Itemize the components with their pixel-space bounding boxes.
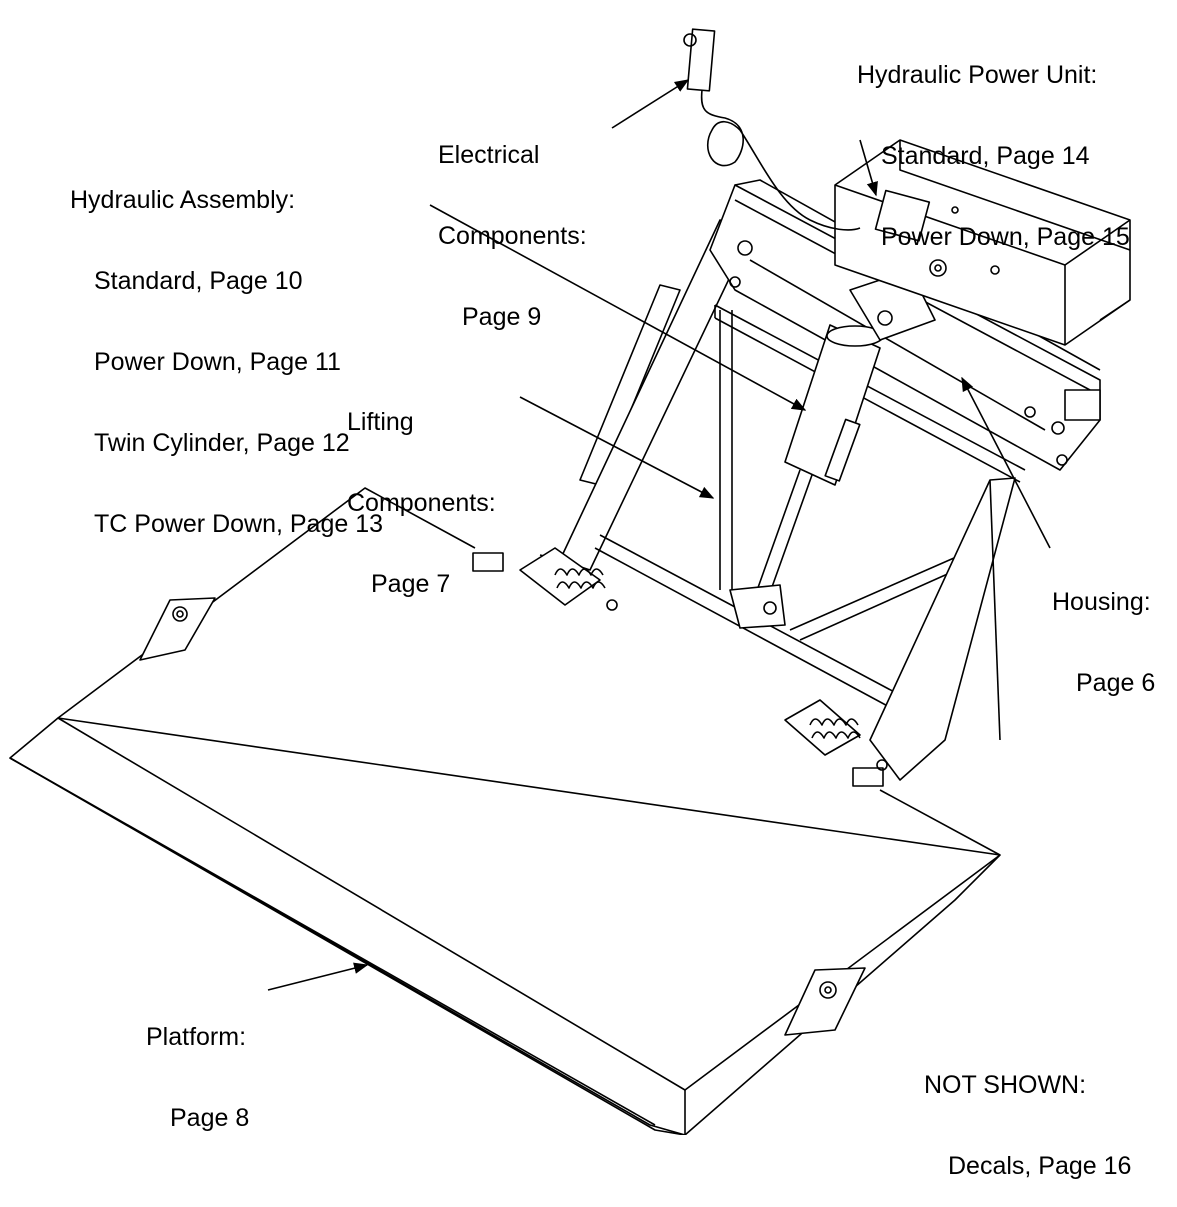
not-shown-label: NOT SHOWN: Decals, Page 16	[924, 1018, 1131, 1207]
electrical-components-line-2: Page 9	[462, 303, 542, 331]
not-shown-line-1: Decals, Page 16	[948, 1152, 1132, 1180]
housing-label: Housing: Page 6	[1052, 535, 1155, 724]
electrical-components-label: Electrical Components: Page 9	[438, 88, 587, 358]
hydraulic-power-unit-line-2: Power Down, Page 15	[881, 223, 1130, 251]
not-shown-title: NOT SHOWN:	[924, 1071, 1087, 1099]
hydraulic-assembly-line-3: Twin Cylinder, Page 12	[94, 429, 350, 457]
hydraulic-power-unit-title: Hydraulic Power Unit:	[857, 61, 1098, 89]
power-unit-drawing	[834, 139, 1131, 346]
housing-line-1: Page 6	[1076, 669, 1156, 697]
electrical-leader	[611, 79, 690, 129]
hydraulic-assembly-label: Hydraulic Assembly: Standard, Page 10 Po…	[70, 133, 383, 565]
platform-leader	[267, 962, 369, 991]
lifting-components-line-2: Page 7	[371, 570, 451, 598]
platform-line-1: Page 8	[170, 1104, 250, 1132]
hydraulic-assembly-title: Hydraulic Assembly:	[70, 186, 296, 214]
right-arm-drawing	[869, 477, 1016, 781]
lifting-components-title: Lifting	[347, 408, 414, 436]
platform-title: Platform:	[146, 1023, 247, 1051]
switch-drawing	[683, 28, 861, 231]
hydraulic-power-unit-line-1: Standard, Page 14	[881, 142, 1090, 170]
hydraulic-assembly-line-4: TC Power Down, Page 13	[94, 510, 384, 538]
housing-title: Housing:	[1052, 588, 1151, 616]
power-unit-leader	[859, 139, 878, 197]
right-spring-drawing	[784, 699, 888, 771]
hydraulic-assembly-line-2: Power Down, Page 11	[94, 348, 341, 376]
housing-leader	[961, 376, 1051, 549]
liftgate-diagram	[9, 28, 1131, 1135]
platform-drawing	[9, 487, 1001, 1135]
hydraulic-assembly-line-1: Standard, Page 10	[94, 267, 303, 295]
platform-label: Platform: Page 8	[146, 970, 249, 1159]
hydraulic-assembly-leader	[429, 204, 807, 411]
lifting-leader	[519, 396, 715, 499]
hydraulic-power-unit-label: Hydraulic Power Unit: Standard, Page 14 …	[857, 8, 1130, 278]
left-spring-drawing	[519, 547, 618, 611]
lifting-components-line-1: Components:	[347, 489, 496, 517]
electrical-components-line-1: Components:	[438, 222, 587, 250]
electrical-components-title: Electrical	[438, 141, 540, 169]
lifting-components-label: Lifting Components: Page 7	[347, 355, 496, 625]
